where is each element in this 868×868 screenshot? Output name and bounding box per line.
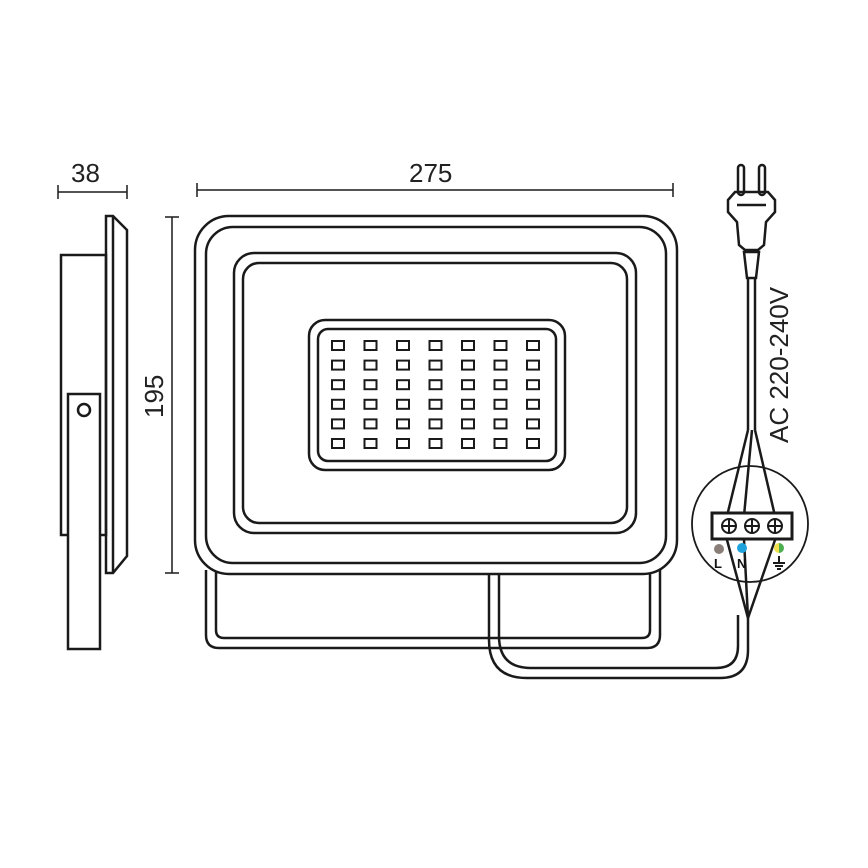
led-chip — [428, 418, 443, 430]
terminal-detail — [691, 465, 809, 583]
earth-wire-dot — [774, 543, 784, 553]
neutral-label: N — [737, 556, 746, 571]
led-chip — [493, 438, 508, 449]
side-view — [57, 185, 129, 651]
led-chip — [493, 359, 508, 371]
led-chip — [396, 379, 410, 391]
led-chip — [363, 438, 378, 449]
led-chip — [331, 438, 345, 449]
led-chip — [428, 379, 443, 391]
led-grid — [331, 340, 540, 449]
led-chip — [461, 438, 475, 449]
led-chip — [461, 398, 475, 410]
led-chip — [363, 359, 378, 371]
led-chip — [363, 340, 378, 351]
led-chip — [363, 398, 378, 410]
height-dimension — [165, 216, 179, 574]
led-chip — [331, 379, 345, 391]
led-chip — [461, 379, 475, 391]
led-chip — [493, 418, 508, 430]
led-chip — [363, 418, 378, 430]
led-chip — [493, 340, 508, 351]
led-chip — [461, 418, 475, 430]
live-label: L — [714, 556, 722, 571]
led-chip — [396, 418, 410, 430]
front-view — [193, 214, 679, 576]
power-rating-label: AC 220-240V — [764, 286, 794, 443]
led-chip — [493, 379, 508, 391]
led-chip — [331, 398, 345, 410]
led-chip — [363, 379, 378, 391]
led-chip — [526, 418, 540, 430]
led-chip — [526, 359, 540, 371]
led-chip — [331, 418, 345, 430]
earth-symbol-icon — [773, 556, 785, 570]
led-chip — [526, 340, 540, 351]
led-chip — [396, 438, 410, 449]
led-chip — [493, 398, 508, 410]
led-chip — [526, 438, 540, 449]
led-chip — [428, 340, 443, 351]
neutral-wire-dot — [737, 543, 747, 553]
live-wire-dot — [714, 544, 724, 554]
led-chip — [461, 359, 475, 371]
width-dimension — [196, 183, 674, 197]
led-chip — [461, 340, 475, 351]
led-chip — [526, 379, 540, 391]
led-chip — [331, 359, 345, 371]
width-dimension-label: 275 — [409, 158, 452, 188]
depth-dimension-label: 38 — [71, 158, 100, 188]
led-chip — [331, 340, 345, 351]
height-dimension-label: 195 — [139, 375, 169, 418]
mount-bracket — [204, 570, 750, 680]
led-chip — [396, 340, 410, 351]
led-chip — [428, 438, 443, 449]
led-chip — [396, 398, 410, 410]
led-chip — [428, 359, 443, 371]
power-plug — [725, 163, 777, 619]
led-chip — [526, 398, 540, 410]
led-chip — [428, 398, 443, 410]
led-chip — [396, 359, 410, 371]
